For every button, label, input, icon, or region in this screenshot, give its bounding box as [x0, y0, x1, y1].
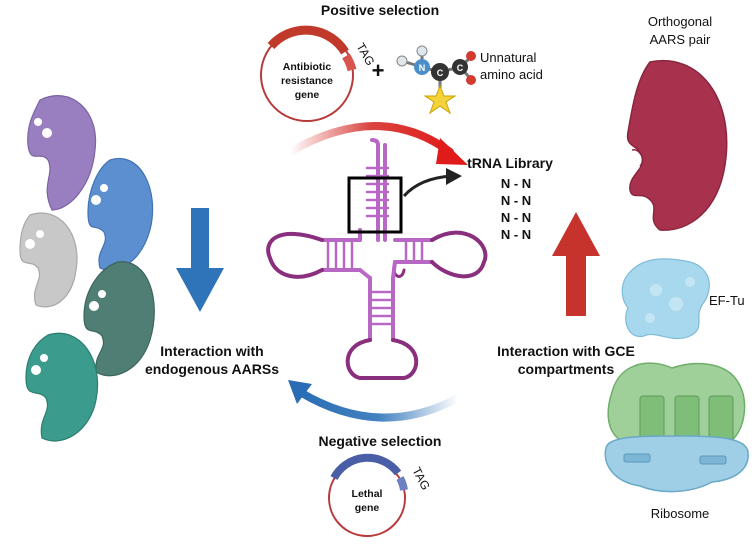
atom-c2: C	[457, 63, 464, 73]
left-label-2: endogenous AARSs	[145, 361, 279, 377]
ribosome-label: Ribosome	[651, 506, 710, 521]
lethal-label-1: Lethal	[352, 488, 383, 500]
plasmid-label-3: gene	[295, 89, 320, 101]
right-label-1: Interaction with GCE	[497, 343, 635, 359]
atom-n: N	[419, 63, 426, 73]
orthogonal-aars-icon	[626, 59, 728, 231]
orthogonal-label-1: Orthogonal	[648, 14, 712, 29]
unnatural-label-1: Unnatural	[480, 50, 536, 65]
ribosome-icon	[604, 362, 749, 493]
library-row-2: N - N	[501, 193, 531, 208]
negative-selection-arrow	[288, 380, 462, 422]
pointer-arrow	[402, 168, 462, 198]
endogenous-aars-stack	[19, 95, 155, 442]
unnatural-label-2: amino acid	[480, 67, 543, 82]
atom-c1: C	[437, 68, 444, 78]
lethal-label-2: gene	[355, 502, 380, 514]
negative-selection-title: Negative selection	[319, 433, 442, 449]
left-label-1: Interaction with	[160, 343, 263, 359]
library-row-4: N - N	[501, 227, 531, 242]
plasmid-label-2: resistance	[281, 75, 333, 87]
library-row-3: N - N	[501, 210, 531, 225]
positive-selection-arrow	[286, 122, 468, 165]
right-label-2: compartments	[518, 361, 615, 377]
plasmid-label-1: Antibiotic	[283, 61, 332, 73]
tag-label-negative: TAG	[409, 465, 433, 493]
trna-structure	[266, 138, 488, 380]
lethal-plasmid: Lethal gene TAG	[328, 453, 433, 537]
library-row-1: N - N	[501, 176, 531, 191]
acceptor-stem-box	[347, 176, 403, 234]
plus-sign: +	[372, 58, 385, 83]
orthogonal-label-2: AARS pair	[650, 32, 711, 47]
down-arrow	[176, 208, 224, 312]
up-arrow	[552, 212, 600, 316]
antibiotic-plasmid: Antibiotic resistance gene TAG	[260, 25, 377, 122]
ef-tu-label: EF-Tu	[709, 293, 745, 308]
library-title: tRNA Library	[467, 155, 553, 171]
ef-tu-icon	[621, 258, 710, 340]
positive-selection-title: Positive selection	[321, 2, 439, 18]
amino-acid-molecule-icon: N C C	[396, 45, 476, 115]
